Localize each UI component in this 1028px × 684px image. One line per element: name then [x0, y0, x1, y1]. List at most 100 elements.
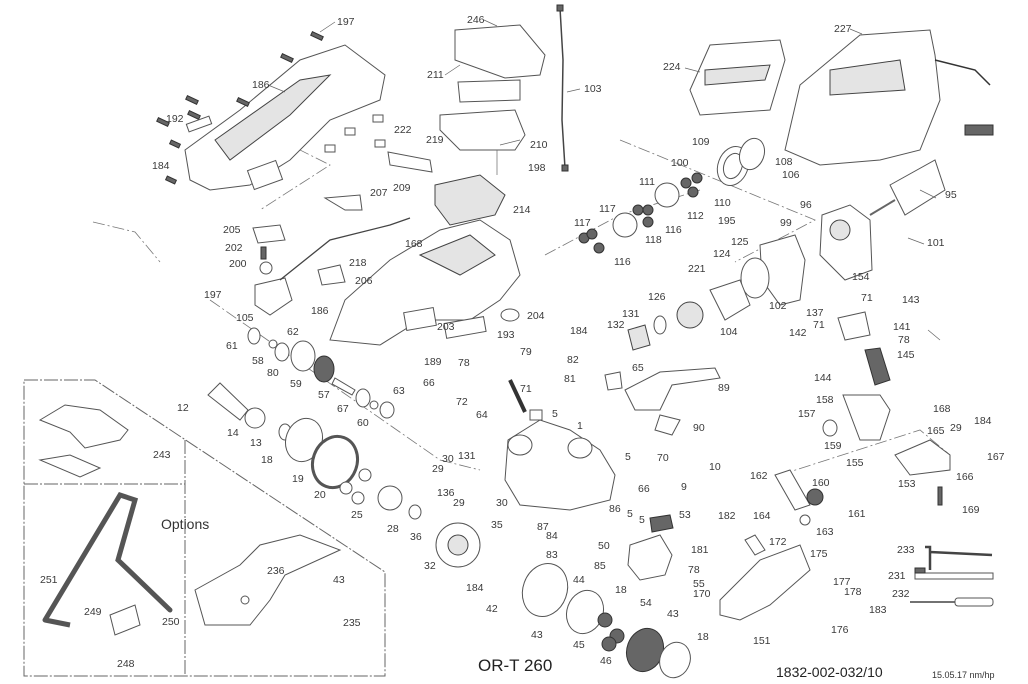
part-label-227: 227	[834, 23, 852, 35]
model-title: OR-T 260	[478, 656, 553, 675]
part-label-131: 131	[622, 308, 640, 320]
part-label-176: 176	[831, 624, 849, 636]
part-label-105: 105	[236, 312, 254, 324]
part-label-5: 5	[627, 508, 633, 520]
part-label-246: 246	[467, 14, 485, 26]
part-label-106: 106	[782, 169, 800, 181]
part-label-251: 251	[40, 574, 58, 586]
part-label-124: 124	[713, 248, 731, 260]
part-label-101: 101	[927, 237, 945, 249]
part-label-62: 62	[287, 326, 299, 338]
part-label-170: 170	[693, 588, 711, 600]
part-label-46: 46	[600, 655, 612, 667]
part-label-183: 183	[869, 604, 887, 616]
seal-rings	[716, 137, 766, 186]
part-label-36: 36	[410, 531, 422, 543]
part-label-83: 83	[546, 549, 558, 561]
part-label-99: 99	[780, 217, 792, 229]
part-label-200: 200	[229, 258, 247, 270]
part-label-103: 103	[584, 83, 602, 95]
part-label-81: 81	[564, 373, 576, 385]
part-label-14: 14	[227, 427, 239, 439]
part-label-18: 18	[615, 584, 627, 596]
part-label-43: 43	[333, 574, 345, 586]
circuit-board-part	[434, 174, 506, 226]
part-label-181: 181	[691, 544, 709, 556]
chuck-gear-parts	[207, 382, 422, 520]
lever-handle-part	[604, 367, 721, 436]
part-label-13: 13	[250, 437, 262, 449]
part-label-233: 233	[897, 544, 915, 556]
option-handle-bar-part	[42, 491, 173, 636]
part-label-172: 172	[769, 536, 787, 548]
part-label-214: 214	[513, 204, 531, 216]
part-label-163: 163	[816, 526, 834, 538]
part-label-116: 116	[614, 256, 631, 268]
part-label-168: 168	[405, 238, 423, 250]
part-label-70: 70	[657, 452, 669, 464]
part-label-5: 5	[625, 451, 631, 463]
part-label-158: 158	[816, 394, 834, 406]
part-label-197: 197	[204, 289, 222, 301]
part-label-198: 198	[528, 162, 546, 174]
main-housing-part	[329, 219, 521, 346]
planetary-gears	[578, 172, 703, 254]
part-label-249: 249	[84, 606, 102, 618]
part-label-9: 9	[681, 481, 687, 493]
part-label-116: 116	[665, 224, 682, 236]
part-label-243: 243	[153, 449, 171, 461]
spindle-parts	[247, 327, 395, 419]
part-label-82: 82	[567, 354, 579, 366]
part-label-110: 110	[714, 197, 731, 209]
switch-assembly-part	[252, 217, 411, 316]
part-label-132: 132	[607, 319, 625, 331]
leader-lines	[267, 19, 941, 341]
part-label-87: 87	[537, 521, 549, 533]
part-label-154: 154	[852, 271, 870, 283]
part-label-59: 59	[290, 378, 302, 390]
part-label-165: 165	[927, 425, 945, 437]
part-label-102: 102	[769, 300, 787, 312]
part-label-222: 222	[394, 124, 412, 136]
screws-group-top-left	[156, 30, 324, 185]
part-label-204: 204	[527, 310, 545, 322]
part-label-5: 5	[552, 408, 558, 420]
part-label-95: 95	[945, 189, 957, 201]
part-label-25: 25	[351, 509, 363, 521]
part-label-117: 117	[574, 217, 591, 229]
part-label-78: 78	[688, 564, 700, 576]
part-label-175: 175	[810, 548, 828, 560]
part-label-50: 50	[598, 540, 610, 552]
part-label-164: 164	[753, 510, 771, 522]
part-label-85: 85	[594, 560, 606, 572]
part-label-126: 126	[648, 291, 666, 303]
part-label-57: 57	[318, 389, 330, 401]
part-label-189: 189	[424, 356, 442, 368]
part-label-117: 117	[599, 203, 616, 215]
switch-plate-part	[387, 151, 433, 173]
part-label-143: 143	[902, 294, 920, 306]
option-cover-part	[38, 404, 129, 478]
part-label-157: 157	[798, 408, 816, 420]
bracket-part	[323, 194, 363, 211]
part-label-178: 178	[844, 586, 862, 598]
part-label-235: 235	[343, 617, 361, 629]
part-label-160: 160	[812, 477, 830, 489]
part-label-66: 66	[423, 377, 435, 389]
part-label-86: 86	[609, 503, 621, 515]
part-label-210: 210	[530, 139, 548, 151]
small-blocks-222	[324, 114, 386, 153]
part-label-64: 64	[476, 409, 488, 421]
part-label-65: 65	[632, 362, 644, 374]
part-label-80: 80	[267, 367, 279, 379]
part-label-250: 250	[162, 616, 180, 628]
part-label-30: 30	[442, 453, 454, 465]
part-label-186: 186	[252, 79, 270, 91]
part-label-236: 236	[267, 565, 285, 577]
part-label-66: 66	[638, 483, 650, 495]
part-label-224: 224	[663, 61, 681, 73]
part-label-96: 96	[800, 199, 812, 211]
part-label-219: 219	[426, 134, 444, 146]
part-label-186: 186	[311, 305, 329, 317]
part-label-71: 71	[813, 319, 825, 331]
